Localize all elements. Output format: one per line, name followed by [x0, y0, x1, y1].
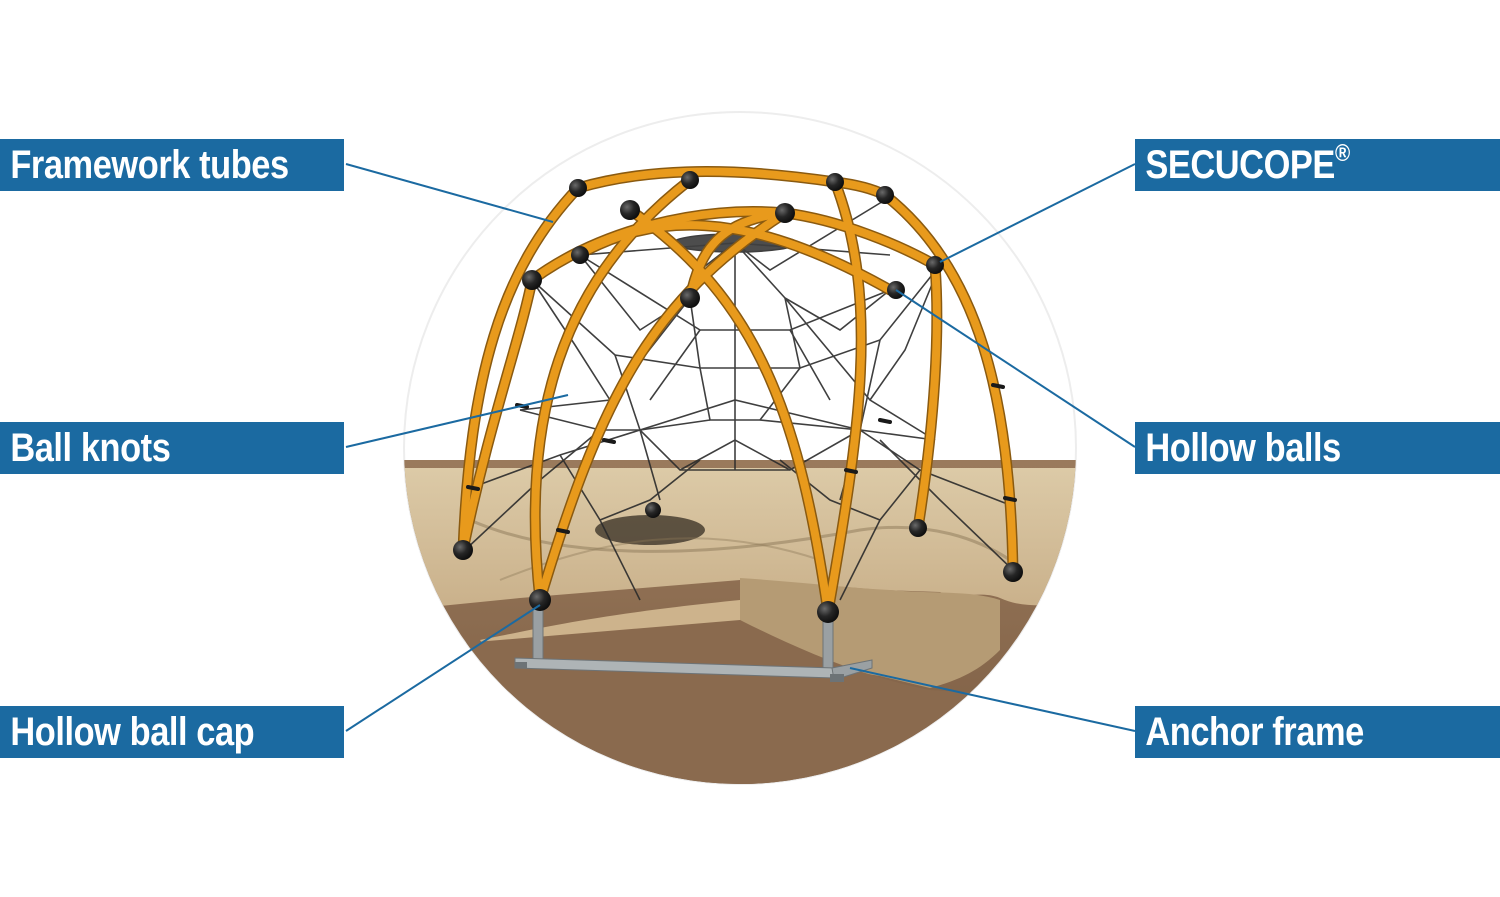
- label-secucope-text: SECUCOPE: [1145, 143, 1335, 187]
- label-anchor-frame-text: Anchor frame: [1145, 710, 1364, 754]
- label-framework-tubes-text: Framework tubes: [10, 143, 289, 187]
- label-anchor-frame: Anchor frame: [1135, 706, 1500, 758]
- label-hollow-balls-text: Hollow balls: [1145, 426, 1341, 470]
- hollow-balls: [453, 171, 1023, 623]
- leader-ball-knots: [345, 394, 569, 448]
- leader-hollow-ball-cap: [345, 604, 541, 732]
- leader-secucope: [939, 163, 1136, 263]
- label-hollow-ball-cap-text: Hollow ball cap: [10, 710, 255, 754]
- label-secucope: SECUCOPE®: [1135, 139, 1500, 191]
- label-hollow-ball-cap: Hollow ball cap: [0, 706, 344, 758]
- leader-lines: [345, 163, 1136, 732]
- anchor-frame-steel: [514, 599, 873, 682]
- registered-mark: ®: [1334, 140, 1350, 167]
- leader-hollow-balls: [895, 289, 1136, 448]
- label-hollow-balls: Hollow balls: [1135, 422, 1500, 474]
- label-framework-tubes: Framework tubes: [0, 139, 344, 191]
- framework-tubes: [457, 166, 1019, 618]
- leader-framework-tubes: [345, 163, 554, 223]
- label-ball-knots-text: Ball knots: [10, 426, 171, 470]
- ground-scene: [404, 460, 1076, 784]
- leader-anchor-frame: [849, 667, 1136, 732]
- label-ball-knots: Ball knots: [0, 422, 344, 474]
